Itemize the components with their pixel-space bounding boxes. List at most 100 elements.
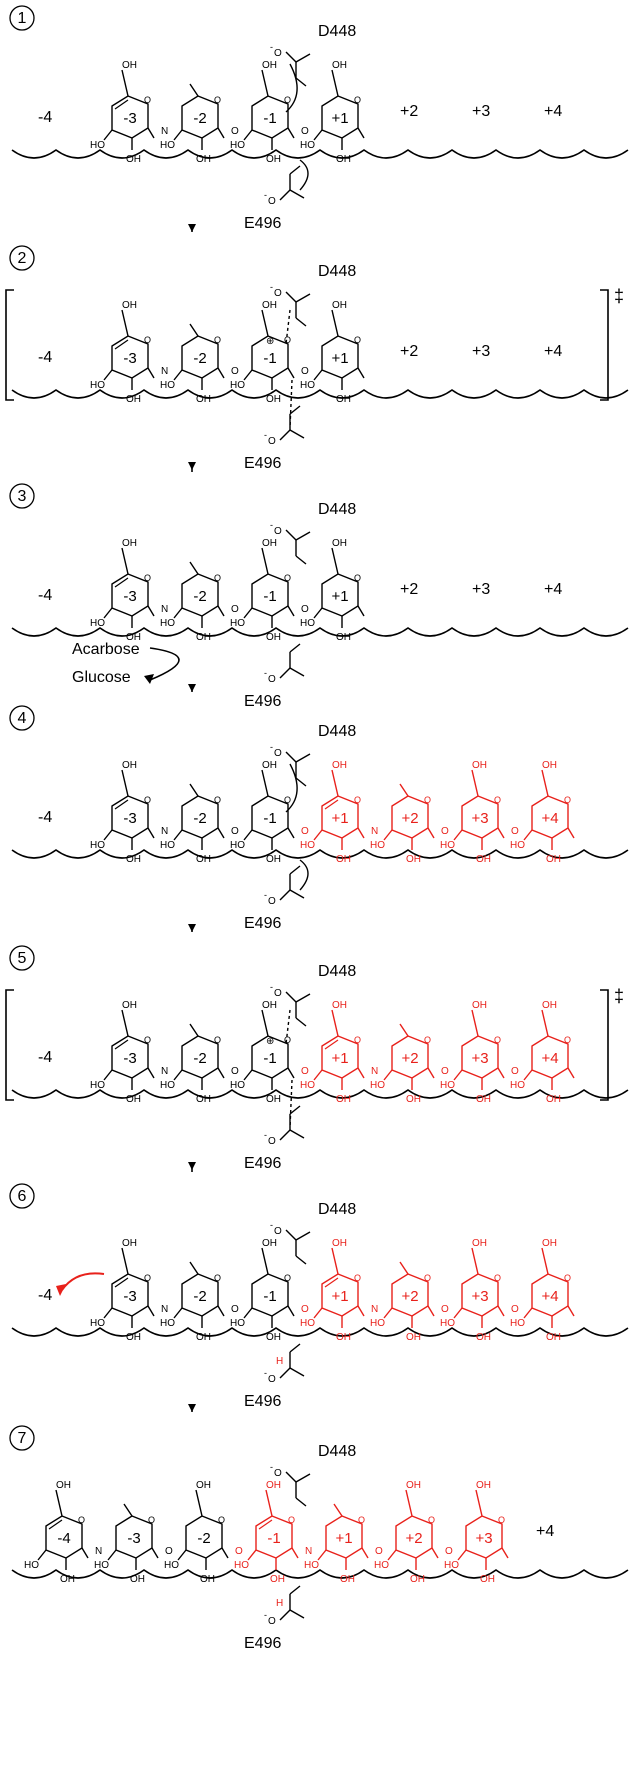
asp-residue: O-D448 <box>270 501 356 565</box>
oh-group: OH <box>56 1480 71 1491</box>
step-arrow <box>188 1162 196 1172</box>
nh-linkage: N <box>161 126 168 137</box>
enzyme-surface <box>11 627 629 637</box>
ring-label: -1 <box>263 1288 276 1305</box>
ring-label: -3 <box>123 110 136 127</box>
oh-group: OH <box>472 1000 487 1011</box>
ring-oxygen: O <box>354 573 361 583</box>
exchange-arrow-head <box>144 674 154 684</box>
charge-minus: - <box>264 1130 267 1140</box>
ring-oxygen: O <box>424 1035 431 1045</box>
ring-oxygen: O <box>354 1273 361 1283</box>
oh-group: OH <box>60 1574 75 1585</box>
carboxylate-oxygen: O <box>268 1616 276 1627</box>
subsite-label-right: +3 <box>472 581 490 598</box>
glycosidic-oxygen: O <box>301 126 309 137</box>
oh-group: OH <box>336 394 351 405</box>
ring-label: +1 <box>331 810 348 827</box>
ring-oxygen: O <box>564 1035 571 1045</box>
oh-group: OH <box>126 854 141 865</box>
oh-group: OH <box>336 1094 351 1105</box>
ring-label: +3 <box>471 1050 488 1067</box>
oh-group: OH <box>200 1574 215 1585</box>
enzyme-surface <box>11 389 629 399</box>
ring-label: -2 <box>193 110 206 127</box>
oh-group: OH <box>266 1480 281 1491</box>
subsite-label-right: +3 <box>472 343 490 360</box>
oh-group: OH <box>332 538 347 549</box>
ho-group: HO <box>94 1560 109 1571</box>
ts-bracket-right <box>600 289 609 401</box>
asp-residue: O-D448 <box>270 963 356 1027</box>
nh-linkage: N <box>371 826 378 837</box>
glu-residue-label: E496 <box>244 1635 281 1652</box>
reagent-in-label: Acarbose <box>72 641 140 658</box>
asp-residue-label: D448 <box>318 723 356 740</box>
ho-group: HO <box>300 840 315 851</box>
ring-oxygen: O <box>78 1515 85 1525</box>
glycosidic-oxygen: O <box>441 1304 449 1315</box>
oh-group: OH <box>270 1574 285 1585</box>
asp-residue: O-D448 <box>270 1443 356 1507</box>
oh-group: OH <box>542 760 557 771</box>
charge-minus: - <box>264 890 267 900</box>
ho-group: HO <box>300 1318 315 1329</box>
ts-double-dagger: ‡ <box>614 286 624 306</box>
charge-minus: - <box>270 1220 273 1230</box>
oh-group: OH <box>266 1094 281 1105</box>
subsite-label-right: +3 <box>472 103 490 120</box>
ring-oxygen: O <box>214 335 221 345</box>
ring-oxygen: O <box>284 1035 291 1045</box>
ho-group: HO <box>90 380 105 391</box>
ts-bracket-left <box>5 989 14 1101</box>
ho-group: HO <box>300 1080 315 1091</box>
ho-group: HO <box>234 1560 249 1571</box>
ho-group: HO <box>230 618 245 629</box>
nh-linkage: N <box>161 1304 168 1315</box>
oh-group: OH <box>336 632 351 643</box>
ring-label: -3 <box>123 588 136 605</box>
ring-label: +3 <box>471 810 488 827</box>
ring-oxygen: O <box>284 335 291 345</box>
ring-label: -1 <box>263 350 276 367</box>
asp-residue-label: D448 <box>318 1443 356 1460</box>
nh-linkage: N <box>161 604 168 615</box>
ring-oxygen: O <box>214 1273 221 1283</box>
oh-group: OH <box>266 632 281 643</box>
glycosidic-oxygen: O <box>301 604 309 615</box>
enzyme-surface <box>11 149 629 159</box>
ring-label: -1 <box>267 1530 280 1547</box>
subsite-label-left: -4 <box>38 109 52 126</box>
asp-residue-label: D448 <box>318 263 356 280</box>
ring-label: +4 <box>541 1050 558 1067</box>
oh-group: OH <box>332 1238 347 1249</box>
glu-residue: O-E496 <box>244 165 305 232</box>
glu-residue-label: E496 <box>244 455 281 472</box>
carboxylate-oxygen: O <box>268 896 276 907</box>
step-number: 5 <box>18 950 27 967</box>
oh-group: OH <box>262 60 277 71</box>
step-arrow <box>188 462 196 472</box>
charge-minus: - <box>270 282 273 292</box>
carboxylate-oxygen: O <box>274 526 282 537</box>
ring-oxygen: O <box>284 795 291 805</box>
ring-label: +3 <box>475 1530 492 1547</box>
ho-group: HO <box>510 1318 525 1329</box>
oh-group: OH <box>340 1574 355 1585</box>
carboxylate-oxygen: O <box>268 436 276 447</box>
oh-group: OH <box>122 538 137 549</box>
ho-group: HO <box>510 1080 525 1091</box>
ho-group: HO <box>444 1560 459 1571</box>
ho-group: HO <box>90 1080 105 1091</box>
ring-oxygen: O <box>144 795 151 805</box>
